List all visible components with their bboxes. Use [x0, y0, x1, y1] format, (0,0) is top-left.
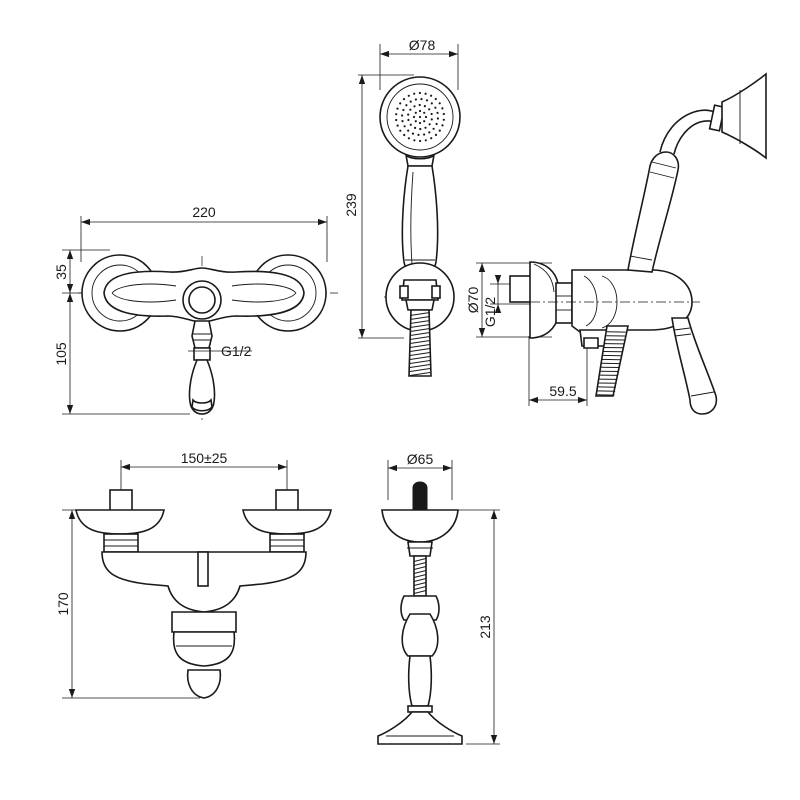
bottom-cartridge [172, 631, 236, 667]
bottom-height-label: 170 [55, 592, 71, 616]
spray-nozzles [395, 91, 445, 143]
holder-head [381, 509, 459, 543]
bottom-lever [186, 669, 222, 699]
hose-windings [409, 312, 431, 376]
lower-height-label: 105 [53, 342, 69, 366]
holder-diameter-label: Ø65 [407, 451, 434, 467]
upper-height-label: 35 [53, 264, 69, 280]
left-bottom-rosette [75, 509, 165, 535]
projection-label: 59.5 [549, 383, 576, 399]
handshower-length-label: 239 [343, 193, 359, 217]
side-lever [671, 317, 718, 415]
handshower-handle [401, 165, 439, 279]
lever-handle [188, 359, 216, 415]
side-thread-label: G1/2 [482, 297, 498, 328]
rosette-diameter-label: Ø70 [465, 287, 481, 314]
side-handshower-handle [627, 151, 680, 273]
head-diameter-label: Ø78 [409, 37, 436, 53]
side-view: Ø70 G1/2 59.5 [465, 72, 767, 415]
handshower-view: Ø78 239 [343, 37, 461, 377]
holder-handle [407, 655, 433, 707]
side-nut [555, 282, 573, 324]
centers-label: 150±25 [181, 450, 228, 466]
side-rosette [529, 261, 559, 339]
outlet-stem [191, 320, 213, 349]
supply-pipe [509, 275, 533, 303]
front-view: 220 35 105 G1/2 [53, 204, 338, 420]
right-bottom-rosette [242, 509, 332, 535]
width-dimension-label: 220 [192, 204, 216, 220]
holder-shower-head [377, 711, 463, 745]
side-body [571, 269, 693, 333]
bottom-view: 150±25 170 [55, 450, 332, 699]
front-thread-label: G1/2 [221, 343, 252, 359]
holder-height-label: 213 [477, 615, 493, 639]
side-shower-head [721, 72, 767, 160]
holder-view: Ø65 213 [377, 451, 500, 745]
